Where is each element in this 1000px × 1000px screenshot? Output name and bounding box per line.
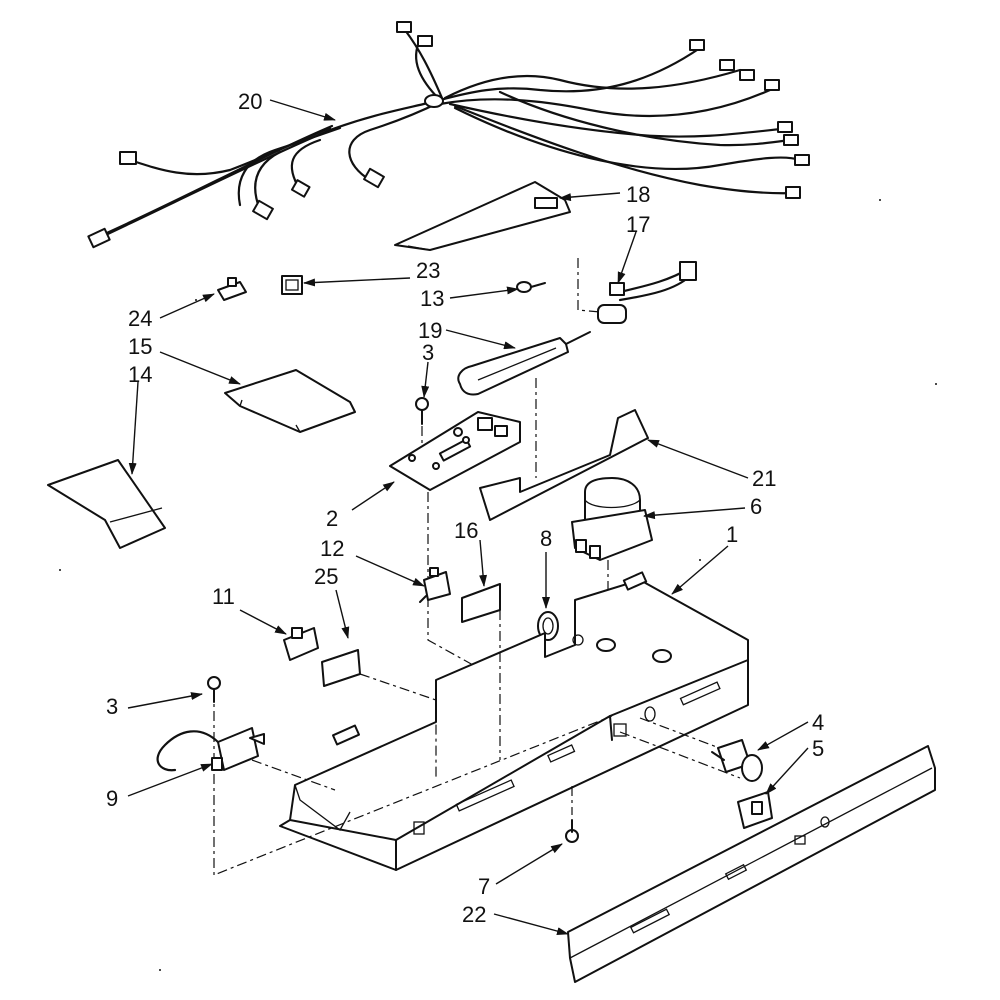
thermal-fuse [577, 258, 697, 324]
label-25 [321, 649, 361, 687]
switch-12 [419, 567, 451, 603]
callout-labels: 20 18 17 23 13 24 19 15 3 14 21 6 2 1 16… [106, 89, 824, 927]
leaders [127, 99, 809, 935]
light-socket [711, 739, 763, 782]
clip-23 [281, 275, 303, 295]
heater-element [457, 331, 591, 478]
callout-5: 5 [812, 736, 824, 761]
callout-18: 18 [626, 182, 650, 207]
callout-3b: 3 [106, 694, 118, 719]
callout-9: 9 [106, 786, 118, 811]
scan-speckles [59, 199, 937, 971]
callout-23: 23 [416, 258, 440, 283]
callout-14: 14 [128, 362, 152, 387]
callout-6: 6 [750, 494, 762, 519]
callout-7: 7 [478, 874, 490, 899]
callout-3a: 3 [422, 340, 434, 365]
callout-25: 25 [314, 564, 338, 589]
screw-13 [516, 281, 546, 293]
callout-1: 1 [726, 522, 738, 547]
callout-21: 21 [752, 466, 776, 491]
switch-11 [283, 627, 319, 661]
control-housing [279, 571, 749, 871]
clip-24 [217, 277, 247, 301]
screw-3-lower [207, 676, 221, 703]
light-switch [737, 791, 773, 829]
callout-4: 4 [812, 710, 824, 735]
callout-22: 22 [462, 902, 486, 927]
thermostat-9 [156, 727, 265, 772]
callout-15: 15 [128, 334, 152, 359]
callout-13: 13 [420, 286, 444, 311]
control-board [389, 411, 521, 681]
callout-16: 16 [454, 518, 478, 543]
shield-14 [47, 459, 166, 549]
callout-8: 8 [540, 526, 552, 551]
screw-7 [565, 819, 579, 843]
wiring-harness [87, 21, 810, 249]
callout-24: 24 [128, 306, 152, 331]
label-16 [461, 583, 501, 623]
defrost-timer [571, 477, 653, 640]
callout-12: 12 [320, 536, 344, 561]
cover-plate [394, 181, 571, 251]
assembly-lines [213, 610, 741, 876]
bracket-15 [224, 369, 356, 433]
callout-2: 2 [326, 506, 338, 531]
callout-17: 17 [626, 212, 650, 237]
callout-20: 20 [238, 89, 262, 114]
trim-panel [567, 745, 936, 983]
callout-11: 11 [212, 584, 235, 609]
callout-19: 19 [418, 318, 442, 343]
insulation-21 [479, 409, 649, 521]
